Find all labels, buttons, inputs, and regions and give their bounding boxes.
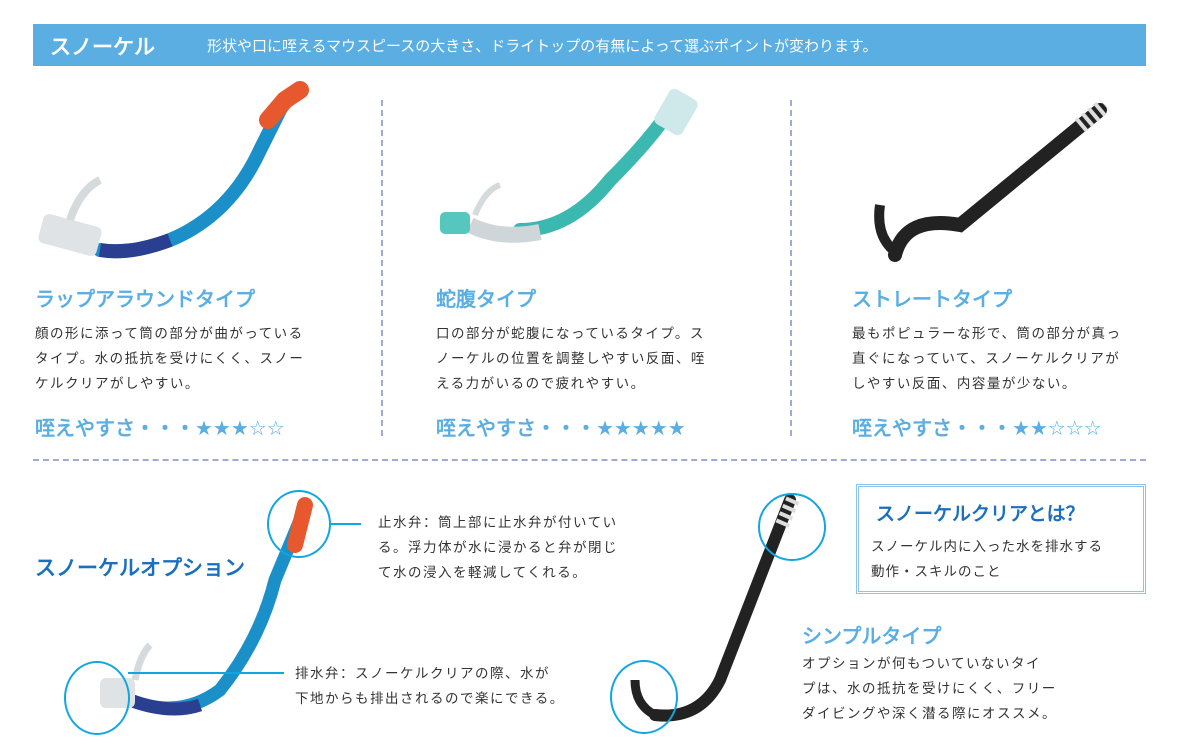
flexible-snorkel-image [440,88,698,243]
column-divider [790,100,792,436]
rating-straight: 咥えやすさ・・・★★☆☆☆ [852,412,1102,441]
description-line: 動作・スキルのこと [871,564,1002,580]
section-divider [33,459,1146,461]
section-subtitle: 形状や口に咥えるマウスピースの大きさ、ドライトップの有無によって選ぶポイントが変… [207,37,878,55]
simple-top-highlight-circle [758,493,826,561]
description-line: 直ぐになっていて、スノーケルクリアが [852,351,1121,367]
description-line: ノーケルの位置を調整しやすい反面、咥 [436,351,706,367]
wraparound-snorkel-image [38,81,309,259]
description-line: スノーケル内に入った水を排水する [871,539,1103,555]
top-valve-description: 止水弁：筒上部に止水弁が付いてい る。浮力体が水に浸かると弁が閉じ て水の浸入を… [378,511,618,586]
top-valve-leader-line [331,523,361,525]
drain-valve-leader-line [128,672,284,674]
description-line: て水の浸入を軽減してくれる。 [378,565,588,581]
description-line: プは、水の抵抗を受けにくく、フリー [802,681,1057,697]
type-title-flexible: 蛇腹タイプ [436,287,536,311]
options-title: スノーケルオプション [35,556,245,580]
star-rating-icon: ★★★★★ [596,416,686,440]
description-line: える力がいるので疲れやすい。 [436,376,646,392]
info-box-body: スノーケル内に入った水を排水する 動作・スキルのこと [871,535,1103,585]
section-header: スノーケル 形状や口に咥えるマウスピースの大きさ、ドライトップの有無によって選ぶ… [33,24,1146,66]
rating-label: 咥えやすさ・・・ [852,416,1012,440]
description-line: 口の部分が蛇腹になっているタイプ。ス [436,326,705,342]
description-line: 最もポピュラーな形で、筒の部分が真っ [852,326,1122,342]
type-description-straight: 最もポピュラーな形で、筒の部分が真っ 直ぐになっていて、スノーケルクリアが しや… [852,322,1121,397]
type-description-flexible: 口の部分が蛇腹になっているタイプ。ス ノーケルの位置を調整しやすい反面、咥 える… [436,322,706,397]
column-divider [381,100,383,436]
info-box-title: スノーケルクリアとは？ [876,503,1085,525]
drain-valve-highlight-circle [64,661,130,735]
simple-type-title: シンプルタイプ [802,624,942,648]
type-title-straight: ストレートタイプ [852,287,1012,311]
rating-wraparound: 咥えやすさ・・・★★★☆☆ [35,412,285,441]
drain-valve-description: 排水弁：スノーケルクリアの際、水が 下地からも排出されるので楽にできる。 [295,662,565,712]
simple-type-description: オプションが何もついていないタイ プは、水の抵抗を受けにくく、フリー ダイビング… [802,652,1057,727]
rating-flexible: 咥えやすさ・・・★★★★★ [436,412,686,441]
simple-snorkel-image [630,492,802,722]
description-line: ダイビングや深く潜る際にオススメ。 [802,706,1057,722]
star-rating-icon: ★★★☆☆ [195,416,285,440]
description-line: る。浮力体が水に浸かると弁が閉じ [378,540,618,556]
description-line: 止水弁：筒上部に止水弁が付いてい [378,515,618,531]
snorkel-clear-info-box: スノーケルクリアとは？ スノーケル内に入った水を排水する 動作・スキルのこと [856,484,1146,594]
description-line: オプションが何もついていないタイ [802,656,1042,672]
straight-snorkel-image [874,98,1111,262]
description-line: しやすい反面、内容量が少ない。 [852,376,1077,392]
rating-label: 咥えやすさ・・・ [35,416,195,440]
type-description-wraparound: 顔の形に添って筒の部分が曲がっている タイプ。水の抵抗を受けにくく、スノー ケル… [35,322,304,397]
description-line: ケルクリアがしやすい。 [35,376,200,392]
description-line: タイプ。水の抵抗を受けにくく、スノー [35,351,305,367]
description-line: 排水弁：スノーケルクリアの際、水が [295,666,550,682]
simple-mouthpiece-highlight-circle [610,660,678,734]
type-title-wraparound: ラップアラウンドタイプ [35,287,255,311]
top-valve-highlight-circle [267,490,331,558]
description-line: 顔の形に添って筒の部分が曲がっている [35,326,304,342]
description-line: 下地からも排出されるので楽にできる。 [295,691,565,707]
section-title: スノーケル [50,35,155,59]
rating-label: 咥えやすさ・・・ [436,416,596,440]
star-rating-icon: ★★☆☆☆ [1012,416,1102,440]
